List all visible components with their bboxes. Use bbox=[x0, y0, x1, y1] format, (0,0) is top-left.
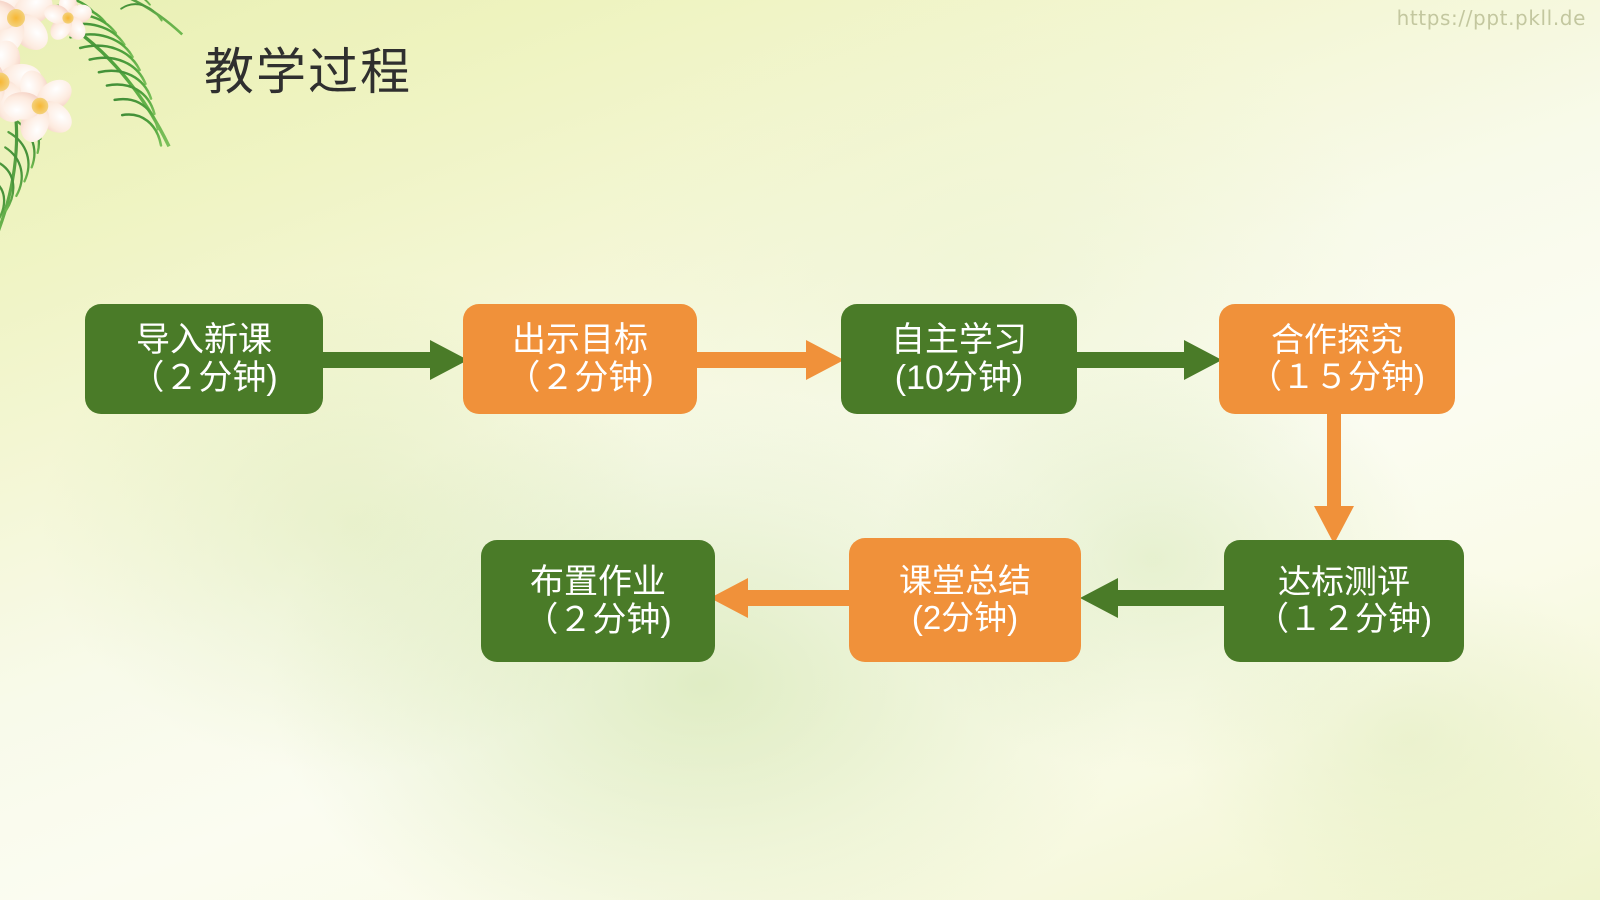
palm-frond bbox=[0, 123, 8, 256]
arrow-left-icon bbox=[1080, 578, 1228, 618]
flow-node-duration: （２分钟) bbox=[524, 601, 672, 639]
watermark-url: https://ppt.pkll.de bbox=[1396, 6, 1586, 30]
flow-node-title: 课堂总结 bbox=[899, 562, 1031, 600]
flow-node-self-study[interactable]: 自主学习 (10分钟) bbox=[841, 304, 1077, 414]
flow-node-duration: (2分钟) bbox=[911, 599, 1019, 636]
palm-frond bbox=[49, 0, 184, 36]
flow-node-import-new-lesson[interactable]: 导入新课 （２分钟) bbox=[85, 304, 323, 414]
palm-leaves-flowers-decoration bbox=[0, 0, 280, 274]
flow-node-title: 达标测评 bbox=[1278, 563, 1410, 601]
palm-frond bbox=[0, 69, 43, 249]
plumeria-flower bbox=[0, 40, 42, 122]
arrow-right-icon bbox=[1074, 340, 1222, 380]
flow-node-title: 导入新课 bbox=[136, 320, 272, 359]
arrow-left-icon bbox=[710, 578, 858, 618]
flow-node-duration: （１５分钟) bbox=[1249, 358, 1425, 395]
plumeria-flower bbox=[3, 70, 72, 142]
flow-node-title: 自主学习 bbox=[891, 320, 1027, 359]
flow-node-duration: (10分钟) bbox=[894, 359, 1024, 397]
palm-frond bbox=[19, 0, 171, 148]
flow-node-achievement-assessment[interactable]: 达标测评 （１２分钟) bbox=[1224, 540, 1464, 662]
flow-node-cooperative-inquiry[interactable]: 合作探究 （１５分钟) bbox=[1219, 304, 1455, 414]
flow-node-title: 合作探究 bbox=[1271, 321, 1403, 359]
flow-node-show-objectives[interactable]: 出示目标 （２分钟) bbox=[463, 304, 697, 414]
arrow-right-icon bbox=[696, 340, 844, 380]
flow-node-duration: （１２分钟) bbox=[1256, 600, 1432, 637]
plumeria-flower bbox=[0, 0, 53, 56]
arrow-right-icon bbox=[320, 340, 468, 380]
flow-node-title: 出示目标 bbox=[512, 320, 648, 359]
page-title: 教学过程 bbox=[204, 44, 412, 100]
flow-node-duration: （２分钟) bbox=[130, 359, 278, 397]
plumeria-flower bbox=[44, 0, 92, 40]
flow-node-class-summary[interactable]: 课堂总结 (2分钟) bbox=[849, 538, 1081, 662]
arrow-down-icon bbox=[1314, 408, 1354, 544]
flow-node-title: 布置作业 bbox=[530, 562, 666, 601]
flow-node-assign-homework[interactable]: 布置作业 （２分钟) bbox=[481, 540, 715, 662]
flow-node-duration: （２分钟) bbox=[506, 359, 654, 397]
